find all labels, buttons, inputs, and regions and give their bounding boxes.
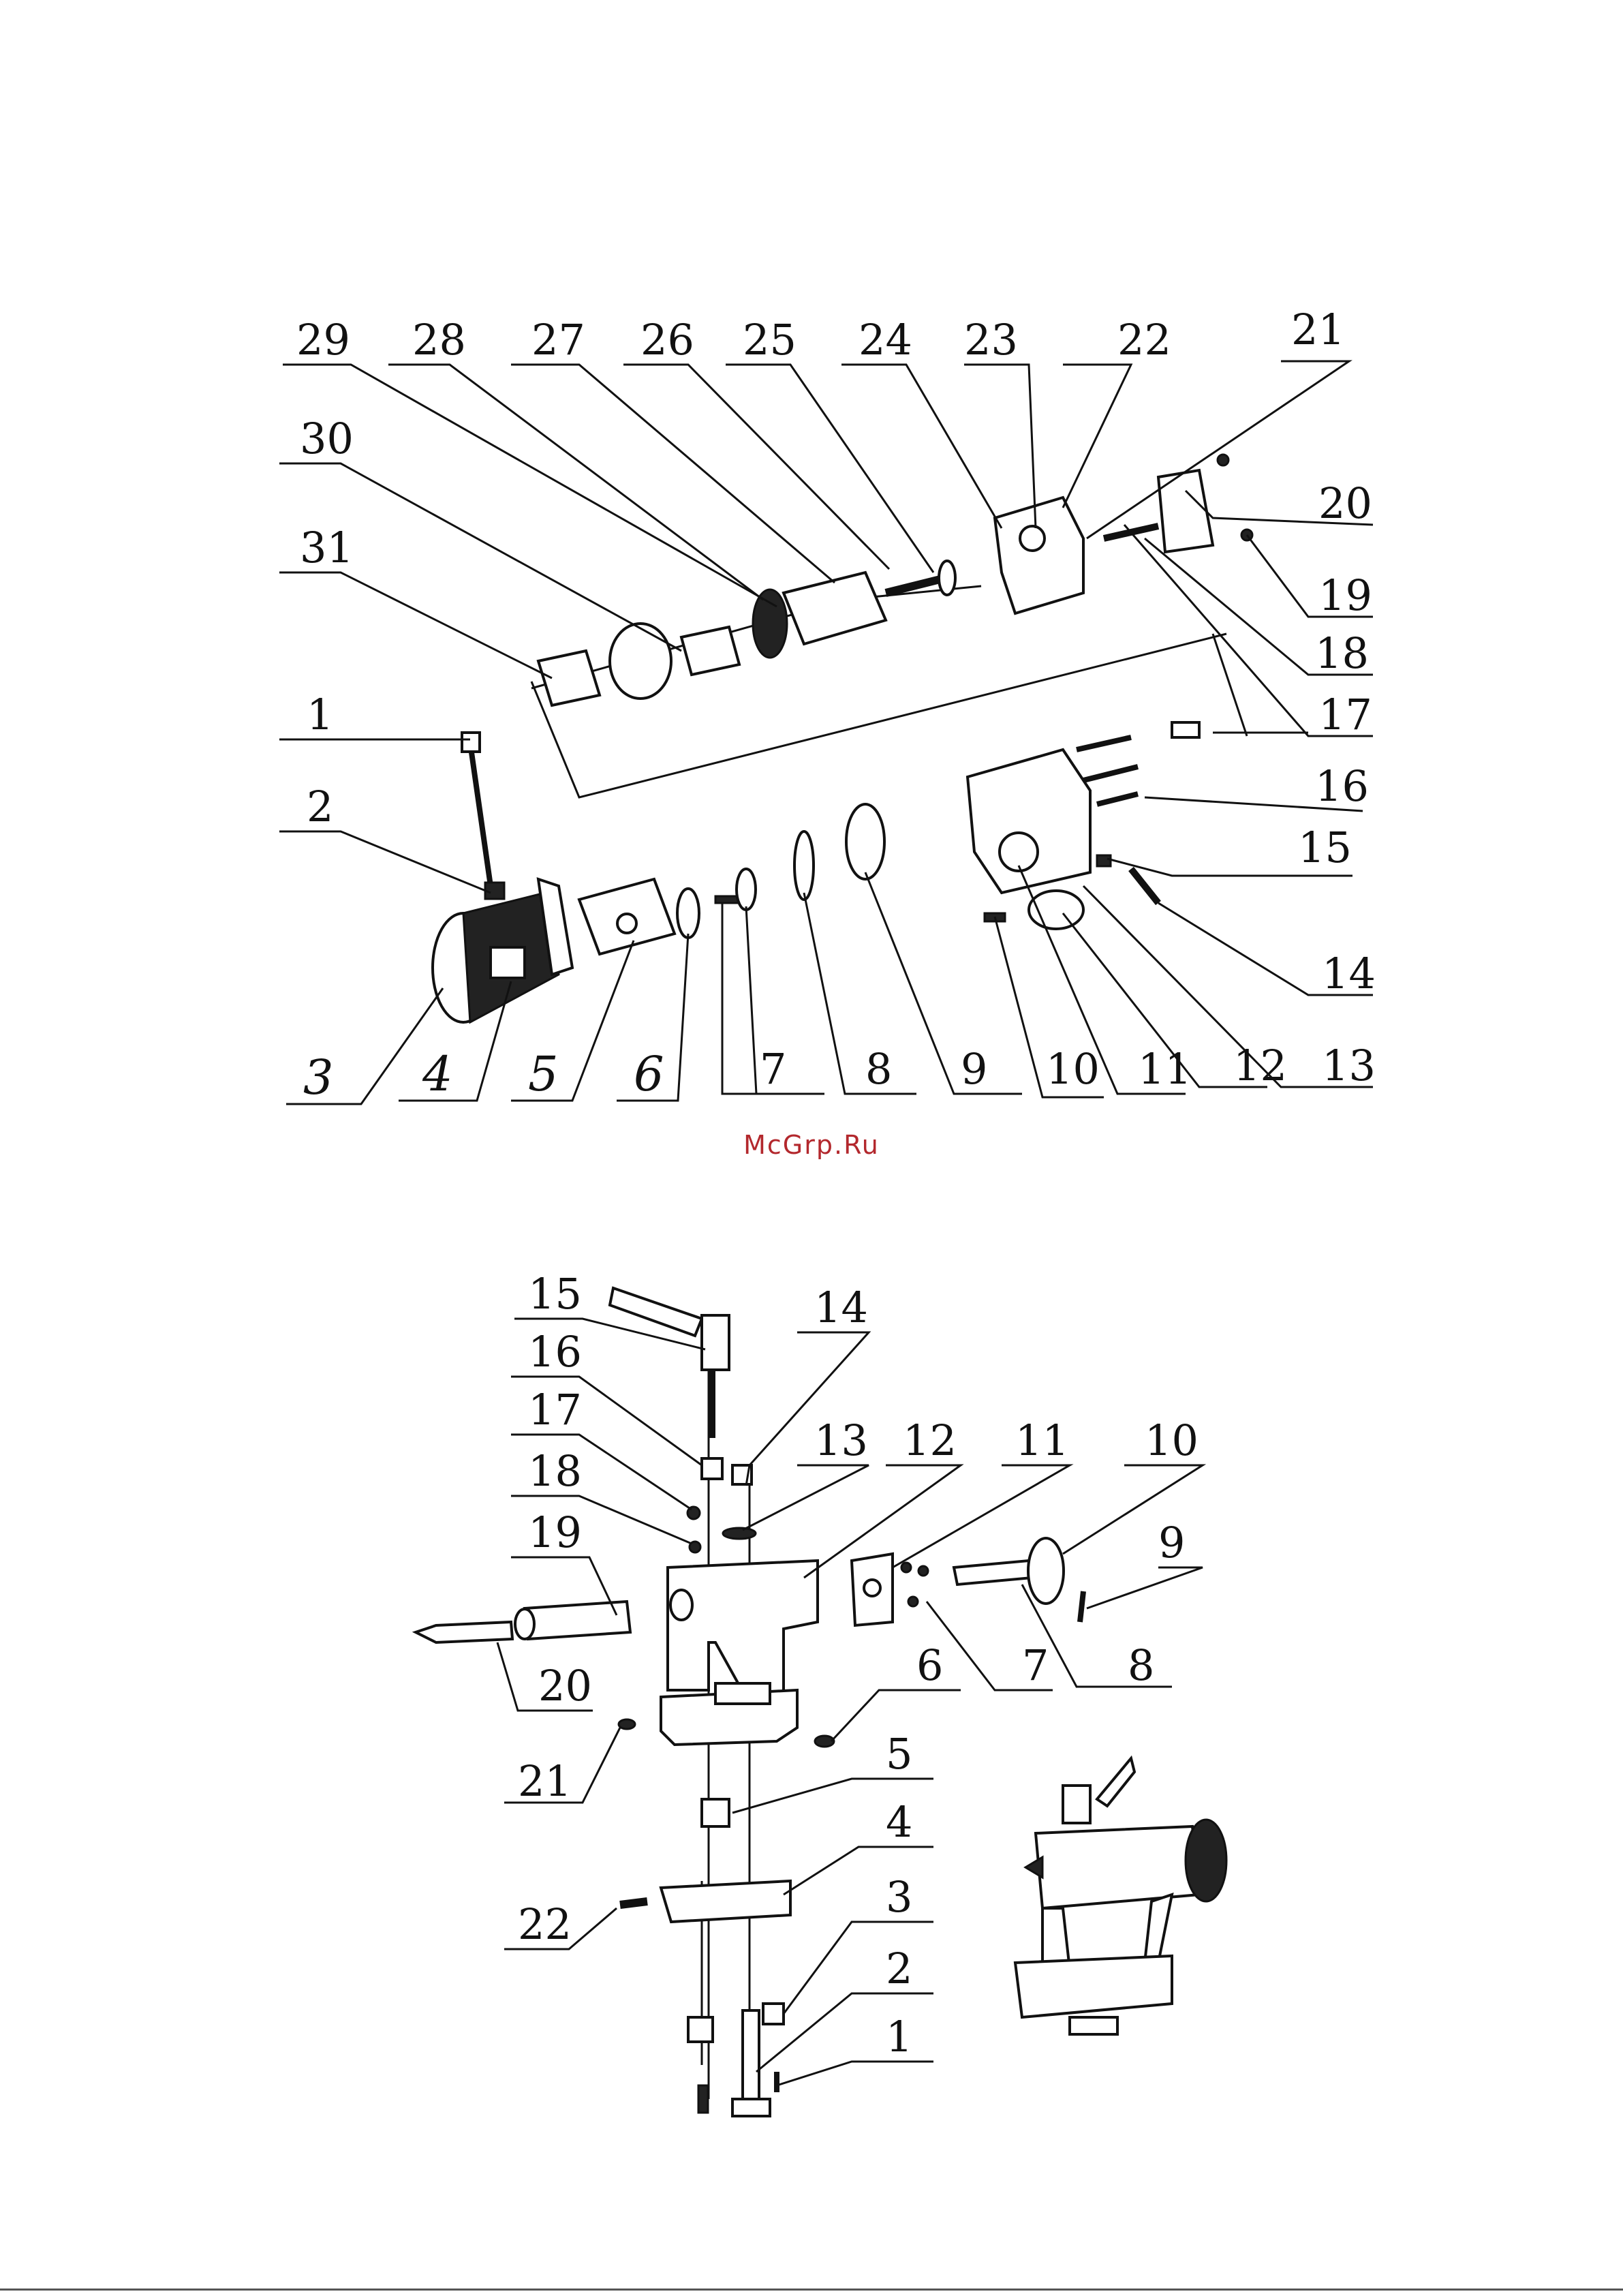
bottom-label-19: 19 xyxy=(528,1507,582,1557)
top-label-19: 19 xyxy=(1318,570,1372,620)
top-label-30: 30 xyxy=(300,414,354,463)
top-bracket-end xyxy=(1213,634,1247,736)
bottom-label-18: 18 xyxy=(528,1446,582,1496)
top-label-31: 31 xyxy=(300,523,354,572)
top-label-26: 26 xyxy=(640,315,694,365)
top-label-28: 28 xyxy=(412,315,466,365)
top-label-9: 9 xyxy=(961,1044,987,1094)
top-label-16: 16 xyxy=(1315,761,1369,811)
top-label-5: 5 xyxy=(528,1046,559,1102)
bottom-label-4: 4 xyxy=(886,1797,912,1847)
bottom-label-10: 10 xyxy=(1145,1415,1199,1465)
bottom-part-labels: 15 16 17 18 19 14 13 12 11 10 9 8 7 20 6… xyxy=(518,1269,1199,2062)
clamp-plate-part xyxy=(661,1881,790,1922)
bottom-label-2: 2 xyxy=(886,1944,912,1993)
bottom-label-14: 14 xyxy=(814,1283,868,1332)
watermark-text: McGrp.Ru xyxy=(0,1130,1623,1160)
center-point-part xyxy=(416,1622,512,1642)
top-label-12: 12 xyxy=(1233,1041,1287,1090)
top-label-2: 2 xyxy=(307,782,333,831)
bottom-label-5: 5 xyxy=(886,1729,912,1779)
top-label-17: 17 xyxy=(1318,690,1372,739)
motor-part xyxy=(433,879,572,1022)
top-label-13: 13 xyxy=(1322,1041,1376,1090)
bottom-label-17: 17 xyxy=(528,1385,582,1435)
assembled-tailstock-view xyxy=(1015,1758,1226,2034)
top-label-11: 11 xyxy=(1138,1044,1192,1094)
top-label-6: 6 xyxy=(634,1046,664,1102)
top-label-23: 23 xyxy=(964,315,1018,365)
top-label-4: 4 xyxy=(422,1046,453,1102)
top-exploded-diagram: 29 28 27 26 25 24 23 22 21 20 19 18 17 1… xyxy=(279,305,1376,1105)
top-label-3: 3 xyxy=(303,1050,334,1105)
top-label-14: 14 xyxy=(1322,949,1376,998)
top-label-29: 29 xyxy=(296,315,350,365)
bottom-label-1: 1 xyxy=(886,2012,912,2062)
bearing-part xyxy=(846,804,884,879)
bottom-label-16: 16 xyxy=(528,1327,582,1377)
rear-spindle-group xyxy=(538,455,1252,705)
washer-part xyxy=(677,889,699,938)
handwheel-part xyxy=(1028,1538,1064,1604)
bottom-label-20: 20 xyxy=(538,1661,592,1711)
bottom-label-9: 9 xyxy=(1158,1518,1185,1567)
clamp-handle-part xyxy=(610,1288,729,1438)
quill-part xyxy=(525,1602,630,1639)
bottom-label-3: 3 xyxy=(886,1872,912,1922)
block-16-part xyxy=(702,1458,722,1479)
bottom-label-7: 7 xyxy=(1022,1640,1049,1690)
bottom-label-21: 21 xyxy=(518,1756,572,1806)
top-label-18: 18 xyxy=(1315,628,1369,678)
lead-screw-part xyxy=(954,1561,1032,1585)
spindle-housing-part xyxy=(968,750,1090,893)
top-label-15: 15 xyxy=(1298,823,1352,872)
bottom-label-6: 6 xyxy=(916,1640,943,1690)
top-label-10: 10 xyxy=(1046,1044,1100,1094)
clamp-bolt-part xyxy=(743,2010,759,2099)
bottom-label-12: 12 xyxy=(903,1415,957,1465)
bottom-exploded-diagram: 15 16 17 18 19 14 13 12 11 10 9 8 7 20 6… xyxy=(416,1269,1226,2116)
block-5-part xyxy=(702,1799,729,1826)
power-cord-part xyxy=(462,733,504,899)
bottom-label-11: 11 xyxy=(1015,1415,1069,1465)
top-label-20: 20 xyxy=(1318,478,1372,528)
bottom-label-15: 15 xyxy=(528,1269,582,1319)
top-label-21: 21 xyxy=(1291,305,1345,354)
top-label-24: 24 xyxy=(859,315,912,365)
top-label-1: 1 xyxy=(307,690,333,739)
top-label-22: 22 xyxy=(1117,315,1171,365)
bottom-label-13: 13 xyxy=(814,1415,868,1465)
bearing-ring-part xyxy=(794,831,814,900)
top-label-7: 7 xyxy=(760,1044,786,1094)
bottom-label-22: 22 xyxy=(518,1899,572,1949)
top-label-8: 8 xyxy=(865,1044,892,1094)
bottom-label-8: 8 xyxy=(1128,1640,1154,1690)
top-label-27: 27 xyxy=(531,315,585,365)
bottom-divider xyxy=(0,2289,1623,2291)
top-label-25: 25 xyxy=(743,315,797,365)
